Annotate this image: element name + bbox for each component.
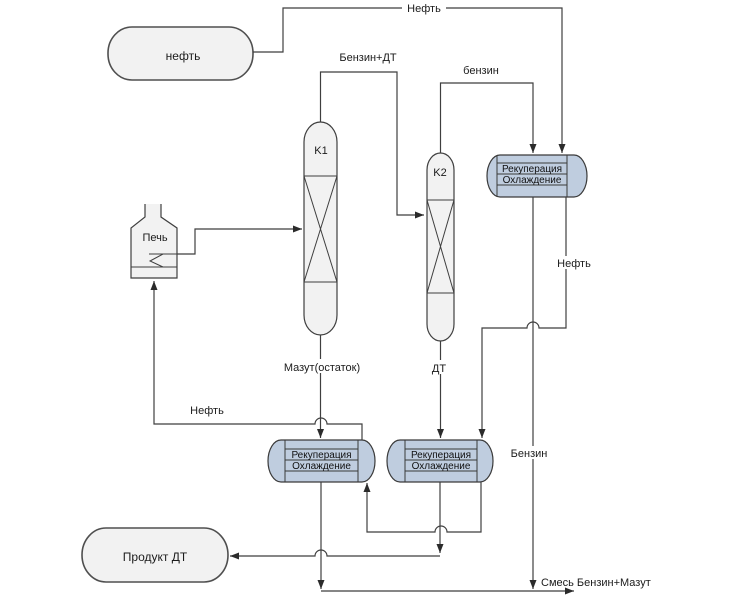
- benzin-dt-label: Бензин+ДТ: [339, 52, 397, 64]
- furnace-coil-icon: [131, 253, 177, 268]
- neft-top-label: Нефть: [407, 3, 441, 15]
- heat-exchanger-top-shape: [486, 154, 588, 198]
- furnace-label: Печь: [142, 232, 167, 244]
- feed-tank: нефть: [107, 26, 254, 81]
- product-tank-label: Продукт ДТ: [123, 550, 188, 564]
- heat-exchanger-bottom-right-row2: Охлаждение: [412, 461, 471, 472]
- heat-exchanger-bottom-left-lines: [284, 440, 359, 482]
- heat-exchanger-bottom-right-lines: [404, 440, 478, 482]
- feed-tank-label: нефть: [166, 49, 201, 63]
- feed-tank-shape: [107, 26, 254, 81]
- benzin-right-label: Бензин: [511, 448, 548, 460]
- stream-neft-feed-line: [253, 7, 566, 153]
- streams: [150, 7, 574, 595]
- furnace-shape: [130, 204, 178, 279]
- stream-labels: Нефть Бензин+ДТ бензин Нефть Мазут(остат…: [190, 2, 651, 589]
- dt-label-mask: [429, 360, 450, 374]
- furnace: Печь: [130, 204, 178, 279]
- stream-product-dt-line: [230, 549, 440, 560]
- heat-exchanger-top-lines: [496, 155, 568, 197]
- stream-neft-recycle2-line: [150, 281, 363, 440]
- benzin-right-label-mask: [508, 446, 550, 459]
- mazut-label-mask: [279, 359, 365, 373]
- neft-right-label-mask: [552, 256, 596, 269]
- stream-benzin-dt-line: [319, 71, 424, 219]
- stream-neft-mid-line: [478, 197, 567, 438]
- heat-exchanger-bottom-left-row1: Рекуперация: [291, 450, 351, 461]
- column-k1-label: K1: [314, 145, 327, 157]
- stream-neft-recycle1-line: [363, 482, 482, 533]
- stream-furnace-out-line: [177, 225, 302, 255]
- column-k2-packing-icon: [426, 199, 455, 294]
- heat-exchanger-top-row2: Охлаждение: [503, 175, 562, 186]
- column-k2: K2: [426, 152, 455, 342]
- neft-top-label-mask: [402, 2, 446, 14]
- column-k1-packing-icon: [303, 175, 338, 283]
- benzin-label: бензин: [463, 65, 499, 77]
- neft-right-label: Нефть: [557, 258, 591, 270]
- dt-label: ДТ: [432, 363, 446, 375]
- heat-exchanger-bottom-right: Рекуперация Охлаждение: [386, 439, 494, 483]
- heat-exchanger-bottom-left: Рекуперация Охлаждение: [267, 439, 376, 483]
- neft-recycle-label: Нефть: [190, 405, 224, 417]
- product-tank: Продукт ДТ: [81, 527, 229, 583]
- heat-exchanger-top: Рекуперация Охлаждение: [486, 154, 588, 198]
- mix-label: Смесь Бензин+Мазут: [541, 577, 651, 589]
- product-tank-shape: [81, 527, 229, 583]
- mazut-label: Мазут(остаток): [284, 362, 360, 374]
- column-k1: K1: [303, 121, 338, 336]
- column-k2-label: K2: [433, 167, 446, 179]
- heat-exchanger-top-row1: Рекуперация: [502, 164, 562, 175]
- heat-exchanger-bottom-left-row2: Охлаждение: [292, 461, 351, 472]
- heat-exchanger-bottom-right-row1: Рекуперация: [411, 450, 471, 461]
- stream-benzin-line: [439, 82, 537, 153]
